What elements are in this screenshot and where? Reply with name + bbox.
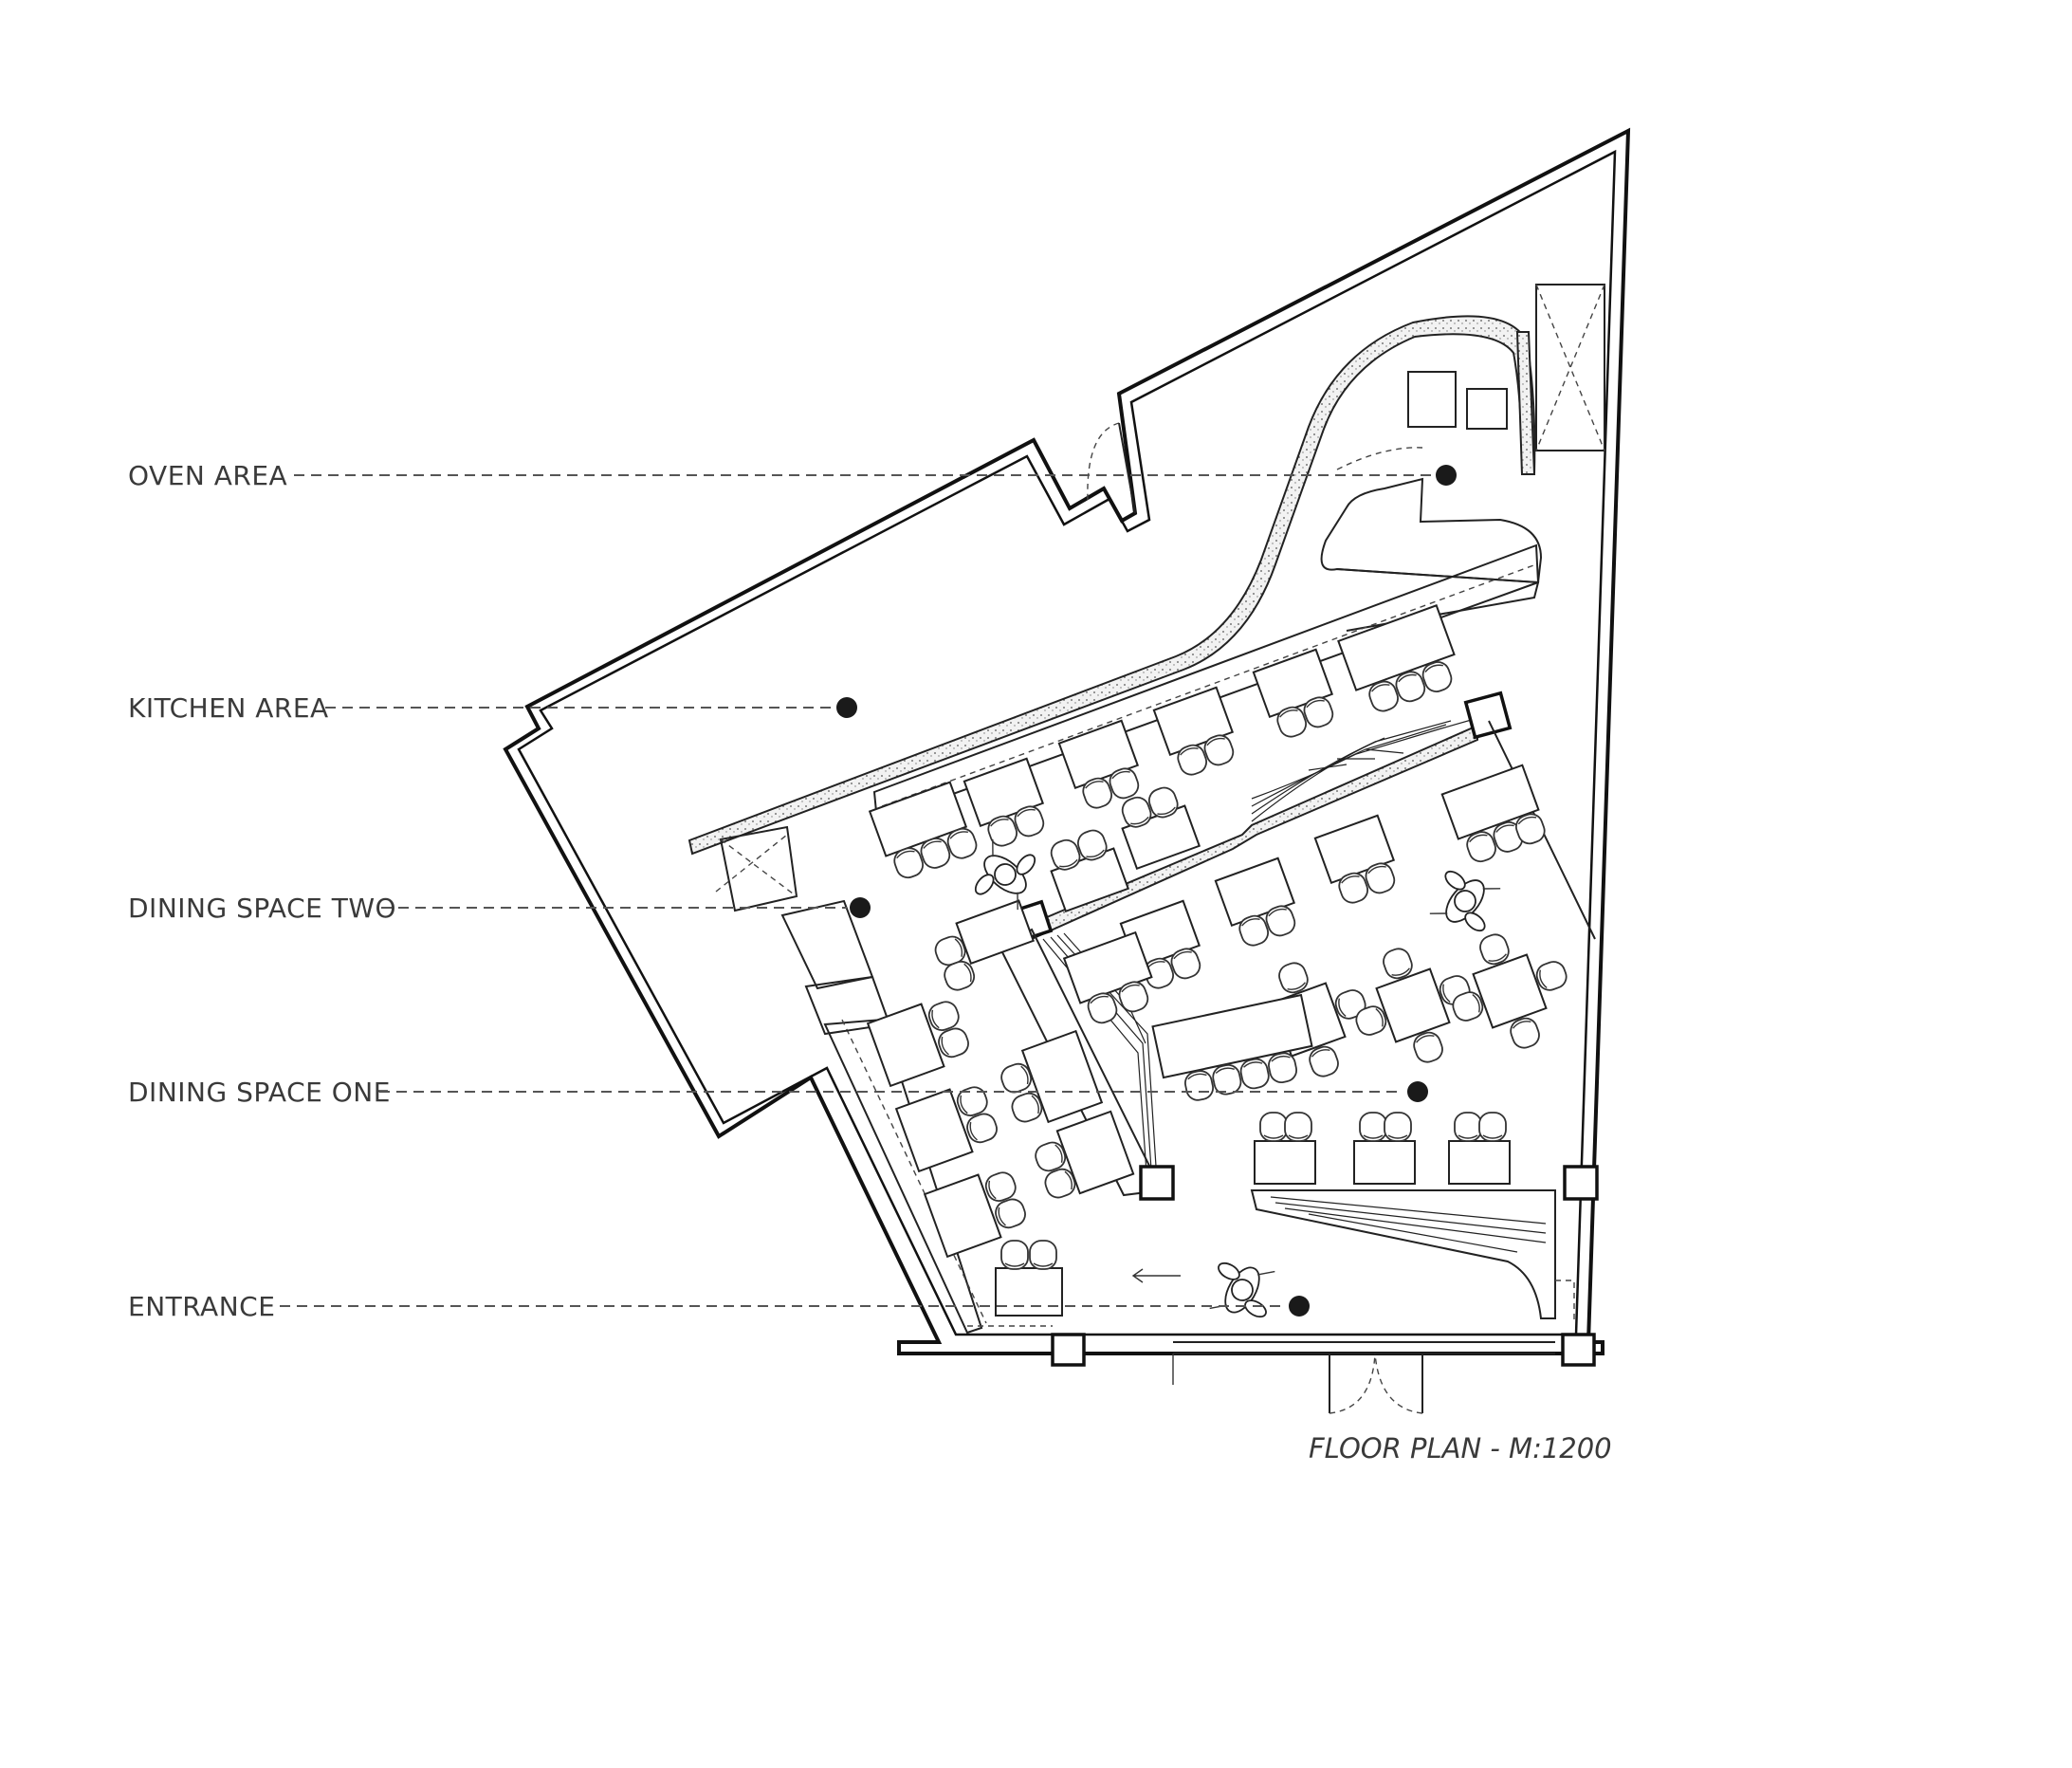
label-kitchen-area: KITCHEN AREA	[128, 692, 329, 724]
zone-dining-space-two: DINING SPACE TWO	[128, 893, 871, 924]
kitchen-partition-wall	[688, 315, 1536, 856]
oven-door	[1087, 422, 1136, 514]
label-dining-space-two: DINING SPACE TWO	[128, 893, 396, 924]
entrance-door	[1051, 1268, 1596, 1414]
zone-oven-area: OVEN AREA	[128, 460, 1457, 491]
marker-oven-area	[1436, 465, 1457, 486]
service-window	[1535, 284, 1605, 451]
label-entrance: ENTRANCE	[128, 1291, 275, 1322]
bar-counter	[1250, 1165, 1599, 1323]
plan-caption: FLOOR PLAN - M:1200	[1309, 1432, 1612, 1464]
zone-entrance: ENTRANCE	[128, 1291, 1310, 1322]
label-dining-space-one: DINING SPACE ONE	[128, 1077, 391, 1108]
left-bench	[715, 825, 1053, 1335]
building-outline	[503, 127, 1631, 1355]
marker-dining-space-two	[850, 897, 871, 918]
dining-furniture	[866, 604, 1585, 1317]
zone-kitchen-area: KITCHEN AREA	[128, 692, 857, 724]
marker-dining-space-one	[1407, 1081, 1428, 1102]
oven-equipment	[1320, 371, 1543, 632]
label-oven-area: OVEN AREA	[128, 460, 287, 491]
marker-entrance	[1289, 1296, 1310, 1317]
zone-dining-space-one: DINING SPACE ONE	[128, 1077, 1428, 1108]
marker-kitchen-area	[836, 697, 857, 718]
